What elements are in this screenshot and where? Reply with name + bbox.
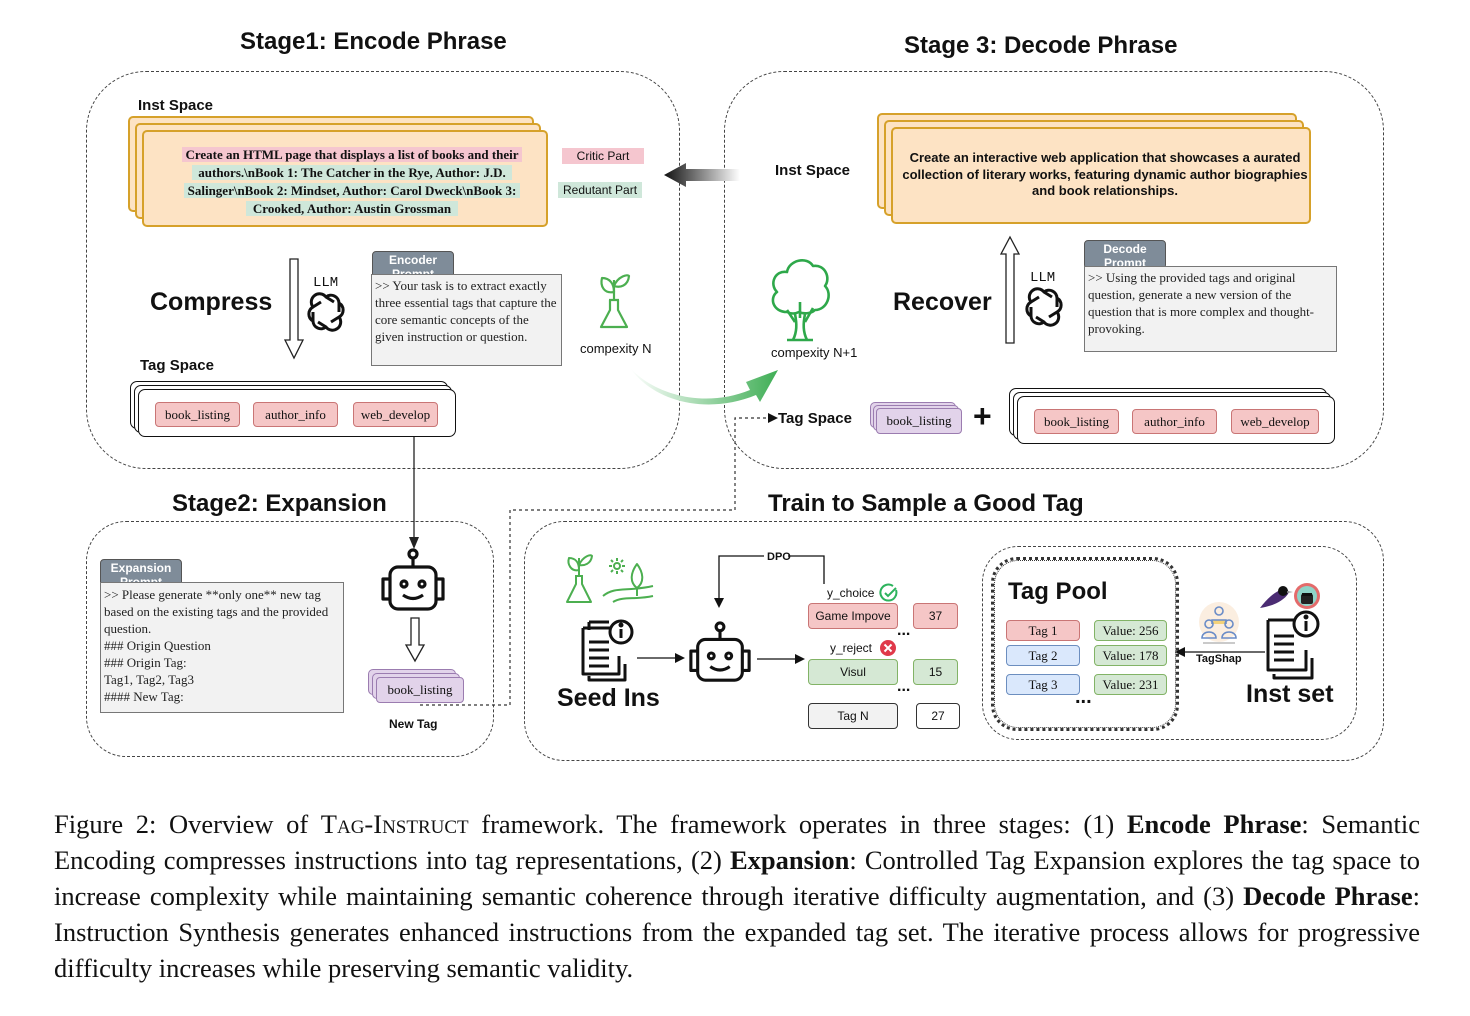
pool-value-2: Value: 178 — [1094, 645, 1167, 666]
train-robot-icon — [689, 621, 751, 682]
framework-name: Tag-Instruct — [320, 809, 469, 839]
ellipsis: ... — [897, 678, 911, 695]
stage1-tag-author-info: author_info — [253, 402, 338, 427]
stage1-tag-book-listing: book_listing — [155, 402, 240, 427]
candidate-tag-rejected: Visul — [808, 659, 898, 685]
recover-label: Recover — [893, 288, 992, 316]
plus-sign: + — [973, 398, 992, 434]
openai-logo-icon — [1025, 287, 1063, 327]
stage3-llm-label: LLM — [1030, 270, 1056, 286]
tag-pool-outer-container — [982, 546, 1357, 740]
stage3-tag-space-label: Tag Space — [778, 410, 852, 427]
stage2-title: Stage2: Expansion — [172, 490, 387, 517]
stage1-container — [86, 71, 680, 469]
robot-to-candidates-arrow — [757, 654, 805, 664]
stage1-tag-space-label: Tag Space — [140, 357, 214, 374]
compress-down-arrow — [283, 258, 305, 360]
pool-tag-2: Tag 2 — [1006, 645, 1080, 666]
train-container — [524, 521, 1384, 761]
ellipsis: ... — [897, 622, 911, 639]
inst-to-pool-arrow — [1175, 647, 1265, 657]
stage3-instruction-card — [891, 127, 1311, 224]
tag-pool-box — [991, 557, 1179, 731]
model-logos-icon — [1260, 583, 1320, 609]
stage3-tag-book-listing: book_listing — [1034, 409, 1119, 434]
stage3-instruction-stack: Create an interactive web application th… — [877, 113, 1317, 228]
stage1-instruction-text: Create an HTML page that displays a list… — [148, 146, 556, 218]
reject-x-icon — [880, 640, 896, 656]
recover-up-arrow — [999, 235, 1021, 344]
stage3-new-tag-stack: book_listing — [870, 402, 970, 442]
stage1-tag-stack: book_listing author_info web_develop — [130, 381, 460, 441]
plant-landscape-icons — [566, 554, 654, 603]
inst-set-document-icon — [1266, 610, 1320, 680]
stage1-title: Stage1: Encode Phrase — [240, 28, 507, 55]
encoder-prompt-body: >> Your task is to extract exactly three… — [371, 274, 562, 366]
stage3-inst-space-label: Inst Space — [775, 162, 851, 179]
stage3-instruction-text: Create an interactive web application th… — [902, 150, 1308, 198]
robot-icon — [381, 548, 445, 611]
stage1-instruction-stack: Create an HTML page that displays a list… — [128, 116, 548, 231]
figure-caption: Figure 2: Overview of Tag-Instruct frame… — [54, 809, 1420, 983]
stage3-title: Stage 3: Decode Phrase — [904, 32, 1178, 59]
complexity-growth-arrow — [630, 368, 778, 405]
stage2-container — [86, 521, 494, 757]
complexity-n1-label: compexity N+1 — [771, 345, 858, 360]
legend-redundant-part: Redutant Part — [558, 182, 643, 198]
tagshap-label: TagShap — [1196, 653, 1242, 665]
seed-document-icon — [581, 619, 634, 682]
tree-icon — [771, 259, 830, 342]
decode-prompt-body: >> Using the provided tags and original … — [1084, 266, 1337, 352]
stage2-new-tag: book_listing — [376, 677, 464, 703]
plant-flask-icon — [599, 274, 631, 329]
pool-ellipsis: ... — [1075, 686, 1092, 708]
stage3-tag-stack: book_listing author_info web_develop — [1009, 388, 1349, 448]
legend-critic-part: Critic Part — [562, 148, 644, 164]
decode-prompt-header: Decode Prompt — [1084, 240, 1166, 270]
complexity-n-label: compexity N — [580, 341, 652, 356]
pool-tag-1: Tag 1 — [1006, 620, 1080, 641]
tag-pool-box-inner-border — [994, 560, 1176, 728]
stage1-to-stage2-arrow — [409, 437, 419, 549]
candidate-score-other: 27 — [916, 703, 960, 729]
stage1-llm-label: LLM — [313, 275, 339, 291]
dpo-label: DPO — [767, 551, 791, 563]
stage3-tag-web-develop: web_develop — [1231, 409, 1319, 434]
candidate-tag-chosen: Game Impove — [808, 603, 898, 629]
decode-to-encode-arrow — [664, 163, 740, 187]
compress-label: Compress — [150, 288, 273, 316]
stage1-tag-web-develop: web_develop — [353, 402, 438, 427]
stage3-new-tag: book_listing — [876, 408, 962, 434]
stage1-inst-space-label: Inst Space — [138, 97, 214, 114]
group-people-icon — [1199, 602, 1239, 644]
train-title: Train to Sample a Good Tag — [768, 490, 1084, 517]
seed-to-robot-arrow — [637, 653, 685, 663]
openai-logo-icon — [307, 292, 345, 332]
stage2-new-tag-stack: book_listing — [368, 669, 468, 709]
stage3-tag-author-info: author_info — [1132, 409, 1217, 434]
tag-pool-title: Tag Pool — [1008, 578, 1108, 605]
expansion-prompt-body: >> Please generate **only one** new tag … — [100, 582, 344, 713]
new-tag-label: New Tag — [389, 717, 438, 731]
seed-ins-label: Seed Ins — [557, 684, 660, 712]
candidate-tag-other: Tag N — [808, 703, 898, 729]
inst-set-label: Inst set — [1246, 680, 1334, 708]
pool-tag-3: Tag 3 — [1006, 674, 1080, 695]
candidate-score-rejected: 15 — [913, 659, 958, 685]
pool-value-3: Value: 231 — [1094, 674, 1167, 695]
check-circle-icon — [879, 583, 898, 602]
pool-value-1: Value: 256 — [1094, 620, 1167, 641]
y-choice-label: y_choice — [827, 586, 875, 600]
y-reject-label: y_reject — [830, 641, 873, 655]
stage3-container — [724, 71, 1384, 469]
expansion-down-arrow — [404, 617, 426, 663]
dpo-feedback-arrow — [714, 555, 825, 608]
candidate-score-chosen: 37 — [913, 603, 958, 629]
